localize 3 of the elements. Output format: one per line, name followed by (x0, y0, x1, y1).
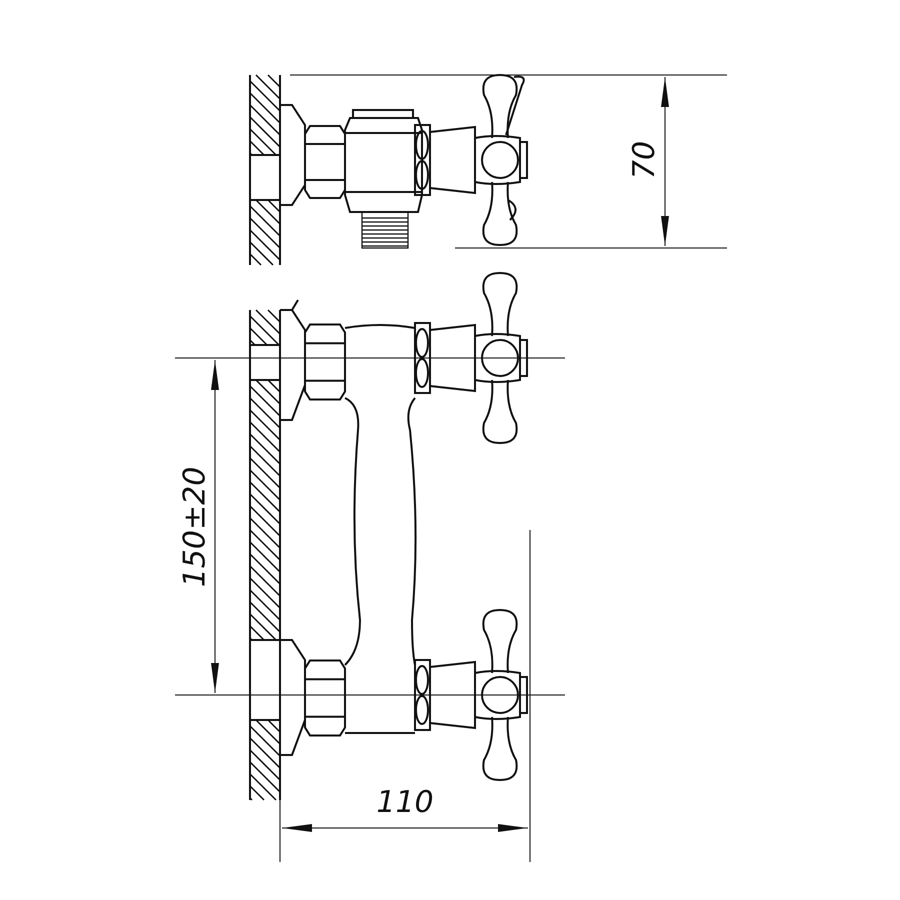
dimension-value: 70 (630, 140, 660, 180)
dimension-value: 150±20 (180, 466, 210, 588)
dimension-value: 110 (376, 788, 434, 818)
